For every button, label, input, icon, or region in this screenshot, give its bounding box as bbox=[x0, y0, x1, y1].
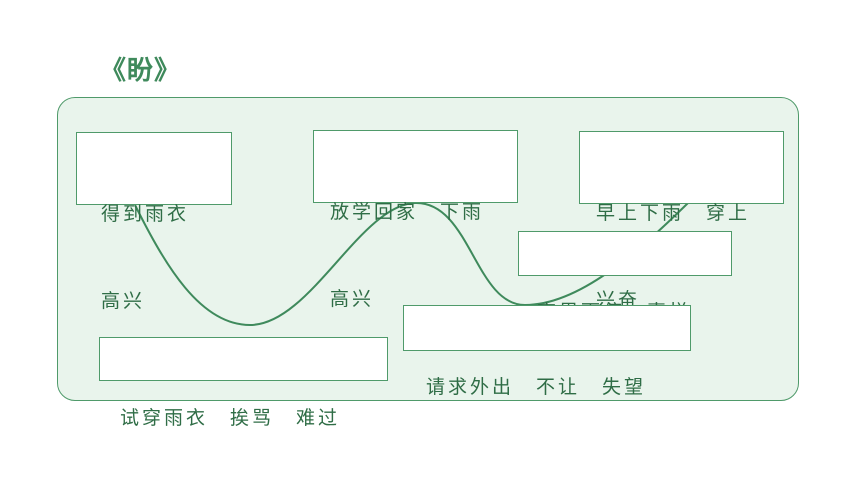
event-box-morning-rain: 早上下雨 穿上 兴奋 bbox=[579, 131, 784, 311]
event-box-request-denied: 请求外出 不让 失望 bbox=[403, 305, 691, 398]
event-box-try-on-scolded: 试穿雨衣 挨骂 难过 bbox=[99, 337, 388, 429]
event-line: 放学回家 下雨 bbox=[330, 201, 485, 223]
diagram-title: 《盼》 bbox=[100, 56, 182, 86]
emotion-line: 高兴 bbox=[330, 288, 375, 310]
event-box-night-rain-stops: 夜里雨停 喜悦 bbox=[518, 231, 732, 323]
event-line: 早上下雨 穿上 bbox=[596, 202, 751, 224]
event-line: 请求外出 不让 失望 bbox=[426, 376, 647, 398]
event-line: 试穿雨衣 挨骂 难过 bbox=[120, 407, 341, 429]
event-box-rain-coat-received: 得到雨衣 高兴 bbox=[76, 132, 232, 312]
event-box-after-school-rain: 放学回家 下雨 高兴 bbox=[313, 130, 518, 310]
emotion-line: 高兴 bbox=[101, 290, 146, 312]
event-line: 得到雨衣 bbox=[101, 203, 190, 225]
